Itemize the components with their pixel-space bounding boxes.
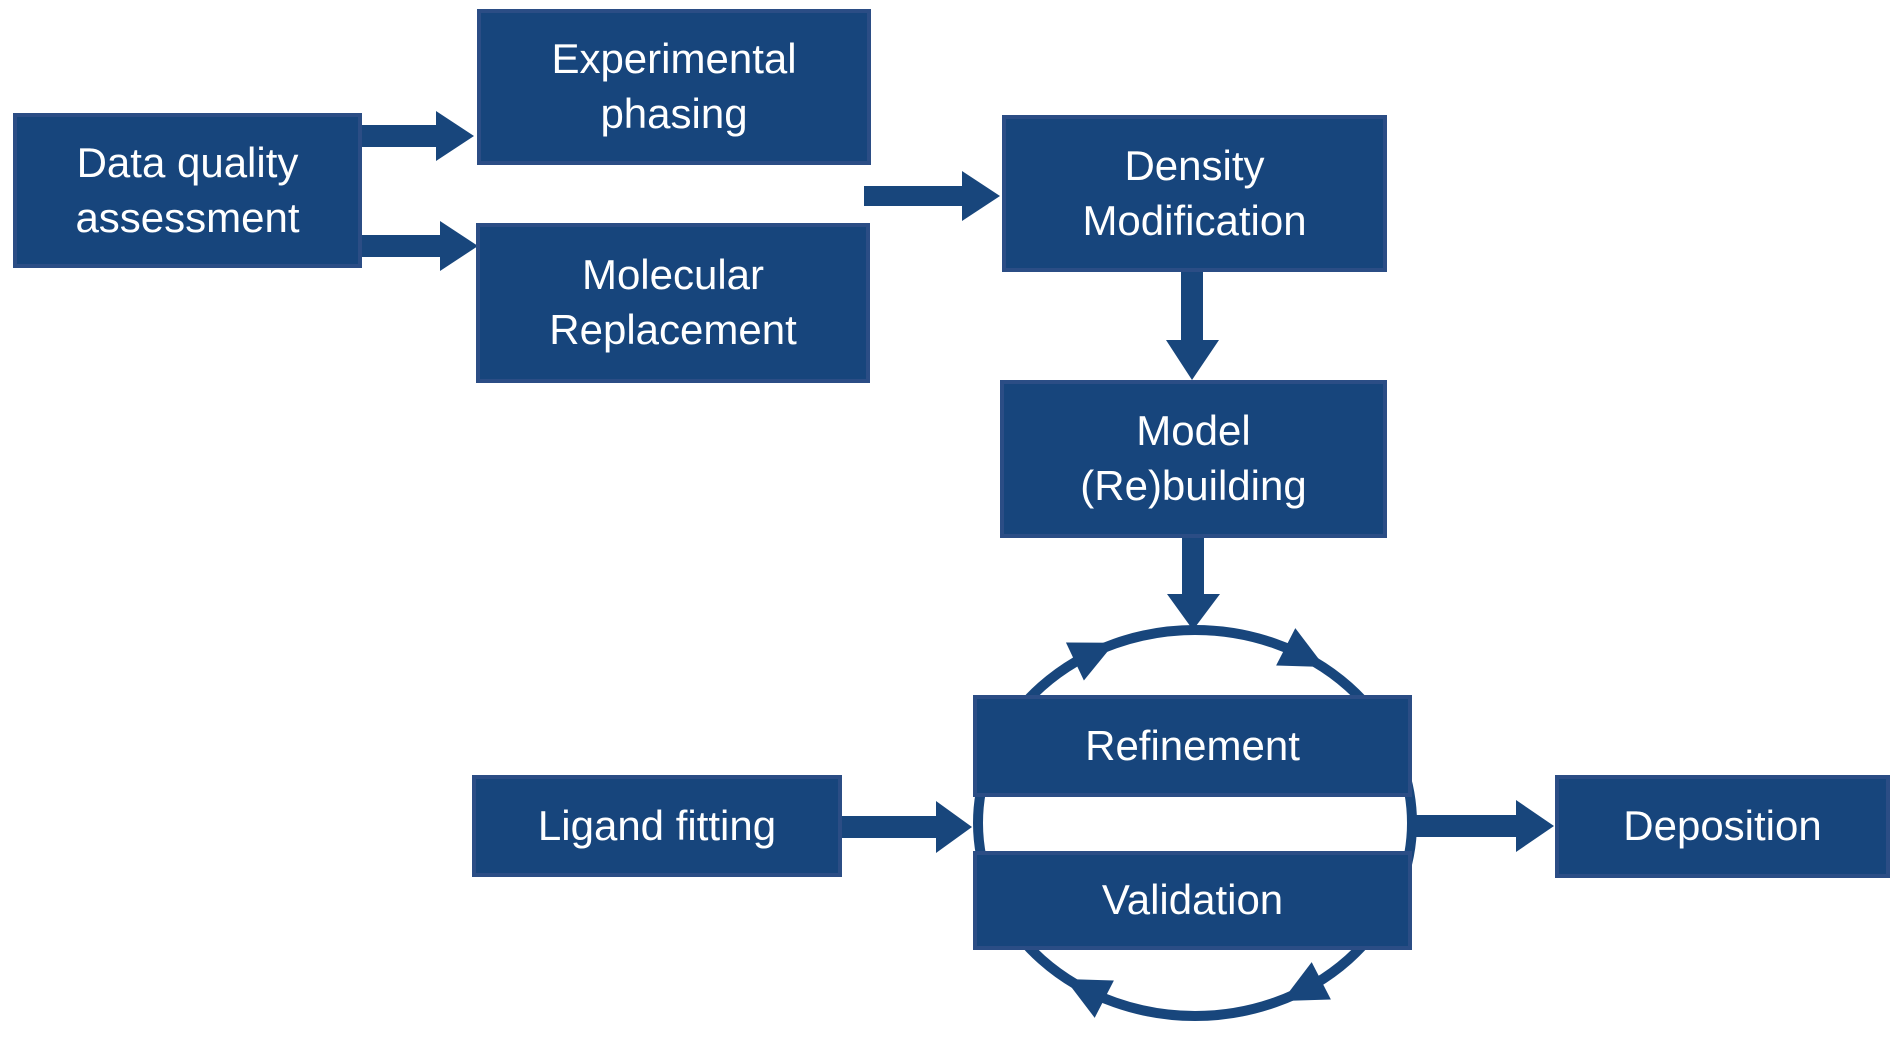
- node-data-quality-assessment: Data quality assessment: [13, 113, 362, 268]
- node-experimental-phasing: Experimental phasing: [477, 9, 871, 165]
- node-label-line: phasing: [600, 90, 748, 137]
- node-ligand-fitting: Ligand fitting: [472, 775, 842, 877]
- arrow-cycle-to-deposition: [1411, 800, 1554, 852]
- node-label-line: assessment: [75, 193, 300, 241]
- node-label-line: Modification: [1082, 196, 1307, 244]
- arrow-dqa-to-experimental-phasing: [358, 111, 474, 161]
- arrow-phasing-to-density-modification: [864, 171, 1000, 221]
- cycle-arrowhead-top-left-icon: [1065, 642, 1115, 681]
- node-molecular-replacement: Molecular Replacement: [476, 223, 870, 383]
- node-model-rebuilding: Model (Re)building: [1000, 380, 1387, 538]
- node-label-line: (Re)building: [1080, 462, 1307, 509]
- cycle-arrowhead-bottom-right-icon: [1282, 962, 1331, 1001]
- node-label-line: Experimental: [551, 35, 797, 83]
- node-label-line: Refinement: [1085, 721, 1300, 769]
- node-label-line: Deposition: [1623, 802, 1822, 850]
- node-validation: Validation: [973, 851, 1412, 950]
- node-deposition: Deposition: [1555, 775, 1890, 878]
- cycle-arrowhead-top-right-icon: [1276, 628, 1325, 667]
- node-label-line: Validation: [1101, 876, 1284, 924]
- arrow-dqa-to-molecular-replacement: [358, 221, 478, 271]
- node-refinement: Refinement: [973, 695, 1412, 797]
- cycle-ring: [973, 625, 1417, 1021]
- arrow-density-to-model-rebuilding: [1166, 270, 1219, 380]
- node-label-line: Data quality: [76, 138, 299, 186]
- node-label-line: Replacement: [549, 306, 797, 353]
- arrow-ligand-to-cycle: [842, 801, 972, 853]
- node-label-line: Molecular: [581, 251, 765, 299]
- node-label-line: Model: [1136, 407, 1251, 455]
- cycle-arrowhead-bottom-left-icon: [1065, 979, 1114, 1018]
- node-label-line: Ligand fitting: [537, 801, 777, 849]
- arrow-model-to-cycle: [1167, 536, 1220, 630]
- node-density-modification: Density Modification: [1002, 115, 1387, 272]
- node-label-line: Density: [1124, 141, 1265, 189]
